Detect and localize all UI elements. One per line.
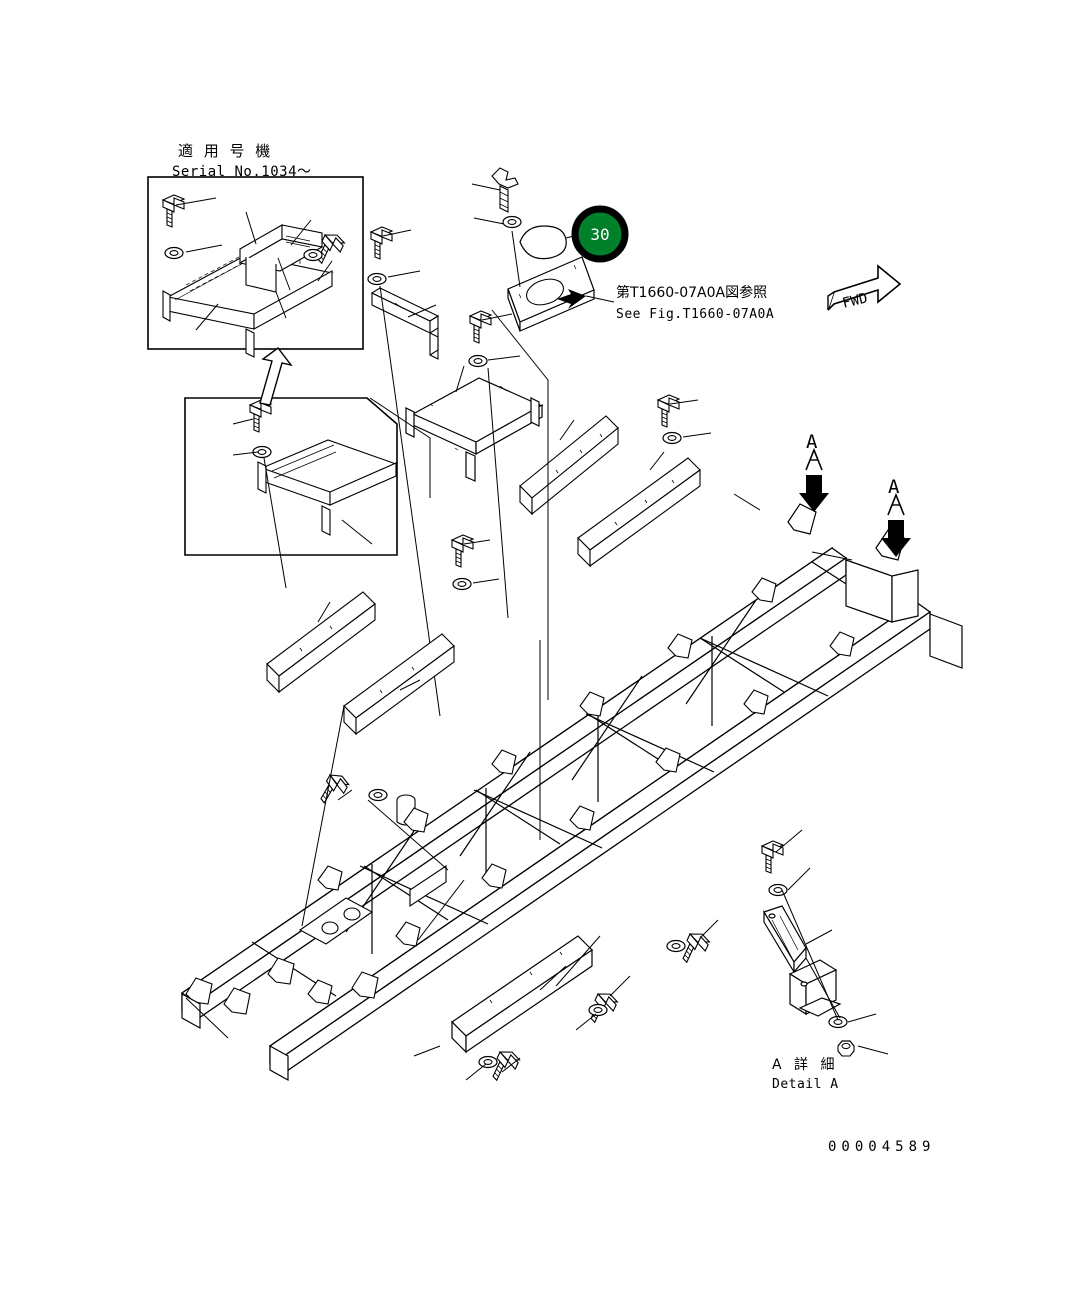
inset-link-arrow xyxy=(259,347,293,406)
serial-variant-inset xyxy=(147,176,364,358)
channel-beam-mid xyxy=(577,457,701,568)
bracket-detail-inset xyxy=(184,397,398,589)
callout-30[interactable]: 30 xyxy=(571,205,629,263)
channel-beam-upper xyxy=(519,415,619,516)
section-arrow-a-2 xyxy=(881,492,911,557)
drawing-number: 00004589 xyxy=(828,1139,936,1155)
figure-reference-japanese: 第T1660-07A0A図参照 xyxy=(616,285,768,301)
detail-label-english: Detail A xyxy=(772,1077,839,1092)
fwd-marker-label: FWD xyxy=(841,290,869,312)
serial-note-japanese: 適 用 号 機 xyxy=(178,142,274,160)
channel-beam-lower-mid xyxy=(343,633,455,736)
serial-note-english: Serial No.1034～ xyxy=(172,164,312,180)
callout-30-number: 30 xyxy=(590,225,609,244)
detail-a-view xyxy=(761,829,889,1057)
section-arrow-a-1 xyxy=(799,447,829,512)
figure-reference-english: See Fig.T1660-07A0A xyxy=(616,307,775,322)
fwd-marker: FWD xyxy=(827,264,902,312)
lower-cover-plate xyxy=(451,935,593,1054)
section-mark-a-2: A xyxy=(888,476,900,498)
cover-plate-assembly xyxy=(471,167,615,332)
section-mark-a-1: A xyxy=(806,431,818,453)
main-chassis-frame xyxy=(180,503,963,1082)
detail-label-japanese: A 詳 細 xyxy=(772,1057,839,1073)
upper-deck-assembly xyxy=(367,226,544,717)
leader-lines xyxy=(185,309,853,1039)
lower-cover-fasteners xyxy=(413,919,719,1086)
channel-beam-lower-left xyxy=(266,591,376,694)
